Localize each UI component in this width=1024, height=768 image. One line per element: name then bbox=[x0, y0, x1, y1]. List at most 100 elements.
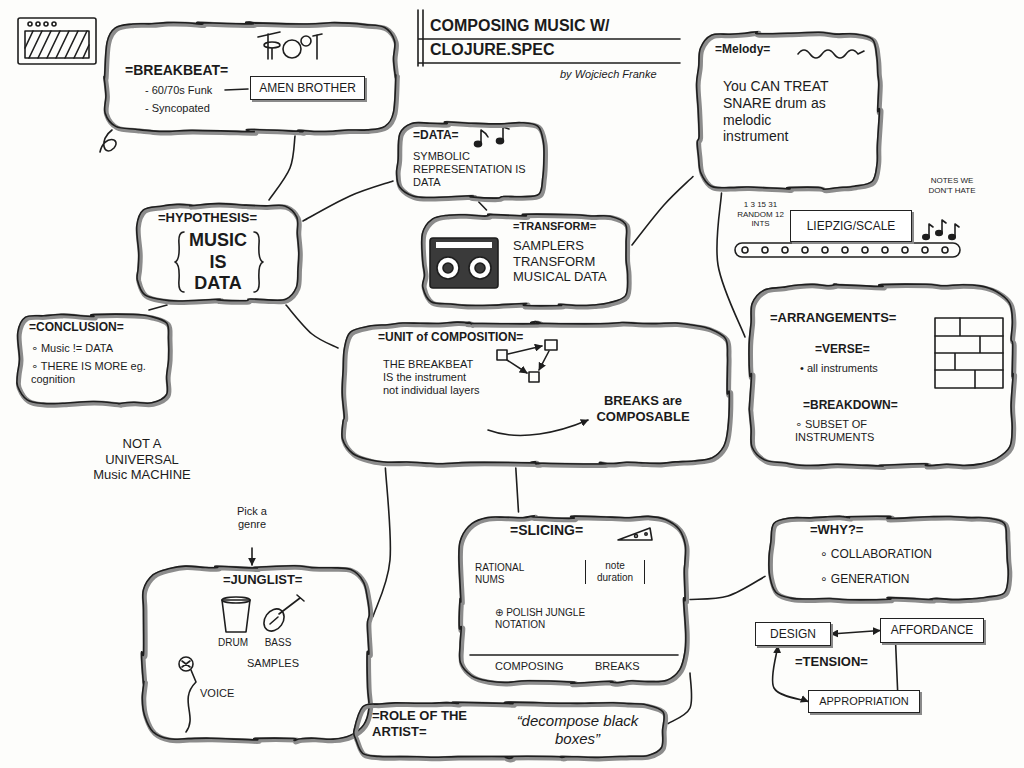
box-label: APPROPRIATION bbox=[819, 695, 909, 708]
cloud-heading: =CONCLUSION= bbox=[29, 320, 154, 334]
conveyor-belt bbox=[922, 247, 928, 253]
cloud-text: =BREAKDOWN= bbox=[803, 398, 918, 412]
cloud-shadow bbox=[698, 33, 881, 191]
box-label: DESIGN bbox=[770, 627, 816, 641]
sampler-icon bbox=[437, 257, 459, 279]
cloud-text: ⊕ POLISH JUNGLE NOTATION bbox=[495, 607, 615, 631]
cloud-text: =VERSE= bbox=[815, 342, 905, 356]
drum-kit-icon bbox=[313, 34, 322, 59]
conveyor-belt bbox=[762, 247, 768, 253]
cloud-heading: =TRANSFORM= bbox=[513, 220, 618, 233]
bass-guitar-icon bbox=[260, 595, 304, 635]
cloud-line bbox=[459, 516, 686, 683]
sampler-icon bbox=[475, 263, 485, 273]
squiggle-loop bbox=[100, 130, 116, 152]
cloud-shadow bbox=[355, 704, 666, 760]
microphone-icon bbox=[179, 657, 196, 732]
cloud-node: =SLICING=RATIONAL NUMSnote duration⊕ POL… bbox=[455, 512, 690, 687]
amplifier-icon bbox=[28, 22, 32, 26]
conveyor-belt bbox=[735, 243, 960, 257]
curly-braces bbox=[254, 232, 263, 292]
leader-line bbox=[225, 89, 248, 90]
note-label: Pick a genre bbox=[232, 505, 272, 531]
cloud-node: =HYPOTHESIS=MUSIC IS DATA bbox=[133, 200, 303, 305]
cheese-slice-icon bbox=[635, 535, 638, 538]
amplifier-icon bbox=[44, 22, 48, 26]
music-notes-icon bbox=[475, 127, 510, 147]
sketch-decorations bbox=[18, 10, 1003, 732]
cloud-node: =DATA=SYMBOLIC REPRESENTATION IS DATA bbox=[393, 118, 549, 202]
cheese-slice-icon bbox=[618, 528, 652, 540]
drum-bucket-icon bbox=[222, 597, 250, 603]
sampler-icon bbox=[430, 238, 498, 288]
cloud-text: BREAKS bbox=[595, 660, 655, 673]
cloud-heading: =SLICING= bbox=[510, 522, 620, 539]
squiggle-loop bbox=[100, 130, 116, 152]
composition-graph-icon bbox=[539, 351, 549, 370]
cloud-line bbox=[354, 702, 665, 758]
cloud-line bbox=[142, 566, 370, 741]
cloud-text: ∘ COLLABORATION bbox=[820, 547, 980, 561]
melody-wave bbox=[798, 50, 864, 58]
arrangement-grid-icon bbox=[935, 318, 1003, 388]
cloud-text: ∘ SUBSET OF INSTRUMENTS bbox=[795, 418, 930, 444]
cloud-text: VOICE bbox=[200, 687, 250, 700]
conveyor-belt bbox=[862, 247, 868, 253]
cloud-node: =WHY?=∘ COLLABORATION∘ GENERATION bbox=[765, 512, 1013, 604]
connector bbox=[516, 468, 519, 512]
box-node: APPROPRIATION bbox=[808, 690, 920, 713]
cloud-node: =Melody=You CAN TREAT SNARE drum as melo… bbox=[693, 28, 883, 193]
cloud-heading: =ARRANGEMENTS= bbox=[770, 310, 920, 326]
cloud-outline bbox=[455, 512, 690, 687]
drum-kit-icon bbox=[301, 36, 311, 46]
drum-kit-icon bbox=[264, 42, 280, 48]
connector bbox=[479, 202, 487, 210]
drum-bucket-icon bbox=[222, 600, 250, 632]
title-rules bbox=[418, 10, 680, 66]
cloud-shadow bbox=[106, 24, 398, 134]
cloud-heading: =WHY?= bbox=[810, 522, 890, 538]
conveyor-belt bbox=[802, 247, 808, 253]
connector bbox=[896, 643, 898, 690]
microphone-icon bbox=[186, 670, 196, 732]
leader-line bbox=[225, 89, 248, 90]
cloud-heading: =ROLE OF THE ARTIST= bbox=[372, 708, 502, 739]
cloud-node: =UNIT of COMPOSITION=THE BREAKBEAT IS th… bbox=[338, 318, 733, 468]
cloud-line bbox=[104, 22, 396, 132]
title-rules bbox=[418, 10, 680, 66]
sampler-icon bbox=[443, 263, 453, 273]
arrangement-grid-icon bbox=[935, 318, 1003, 388]
output-notes-icon bbox=[923, 220, 959, 239]
conveyor-belt bbox=[735, 243, 960, 257]
cloud-outline bbox=[745, 280, 1017, 470]
conveyor-belt bbox=[742, 247, 748, 253]
note-label: NOTES WE DON'T HATE bbox=[922, 176, 982, 195]
cloud-shadow bbox=[460, 517, 687, 684]
pick-arrow bbox=[251, 548, 253, 565]
cloud-text: “decompose black boxes” bbox=[515, 712, 640, 748]
cloud-line bbox=[697, 32, 880, 190]
composable-arrow bbox=[488, 420, 588, 435]
cloud-text: COMPOSING bbox=[495, 660, 575, 673]
cloud-node: =JUNGLIST=DRUMBASSSAMPLESVOICE bbox=[138, 562, 373, 744]
composable-arrow bbox=[488, 420, 588, 435]
separator-line bbox=[470, 654, 678, 656]
curly-braces bbox=[175, 232, 184, 292]
conveyor-belt bbox=[842, 247, 848, 253]
bass-guitar-icon bbox=[270, 595, 304, 624]
connector bbox=[303, 181, 393, 221]
cloud-line bbox=[17, 314, 169, 403]
cloud-text: SAMPLERS TRANSFORM MUSICAL DATA bbox=[513, 238, 618, 285]
note-label: NOT A UNIVERSAL Music MACHINE bbox=[92, 436, 192, 483]
composition-graph-icon bbox=[507, 360, 527, 373]
sampler-icon bbox=[430, 238, 498, 288]
cloud-shadow bbox=[343, 323, 730, 465]
composition-graph-icon bbox=[529, 372, 539, 382]
conveyor-belt bbox=[822, 247, 828, 253]
cloud-heading: =JUNGLIST= bbox=[223, 572, 333, 588]
cloud-line bbox=[397, 122, 544, 198]
sampler-icon bbox=[436, 242, 492, 248]
note-label: 1 3 15 31 RANDOM 12 INTS bbox=[733, 200, 788, 229]
